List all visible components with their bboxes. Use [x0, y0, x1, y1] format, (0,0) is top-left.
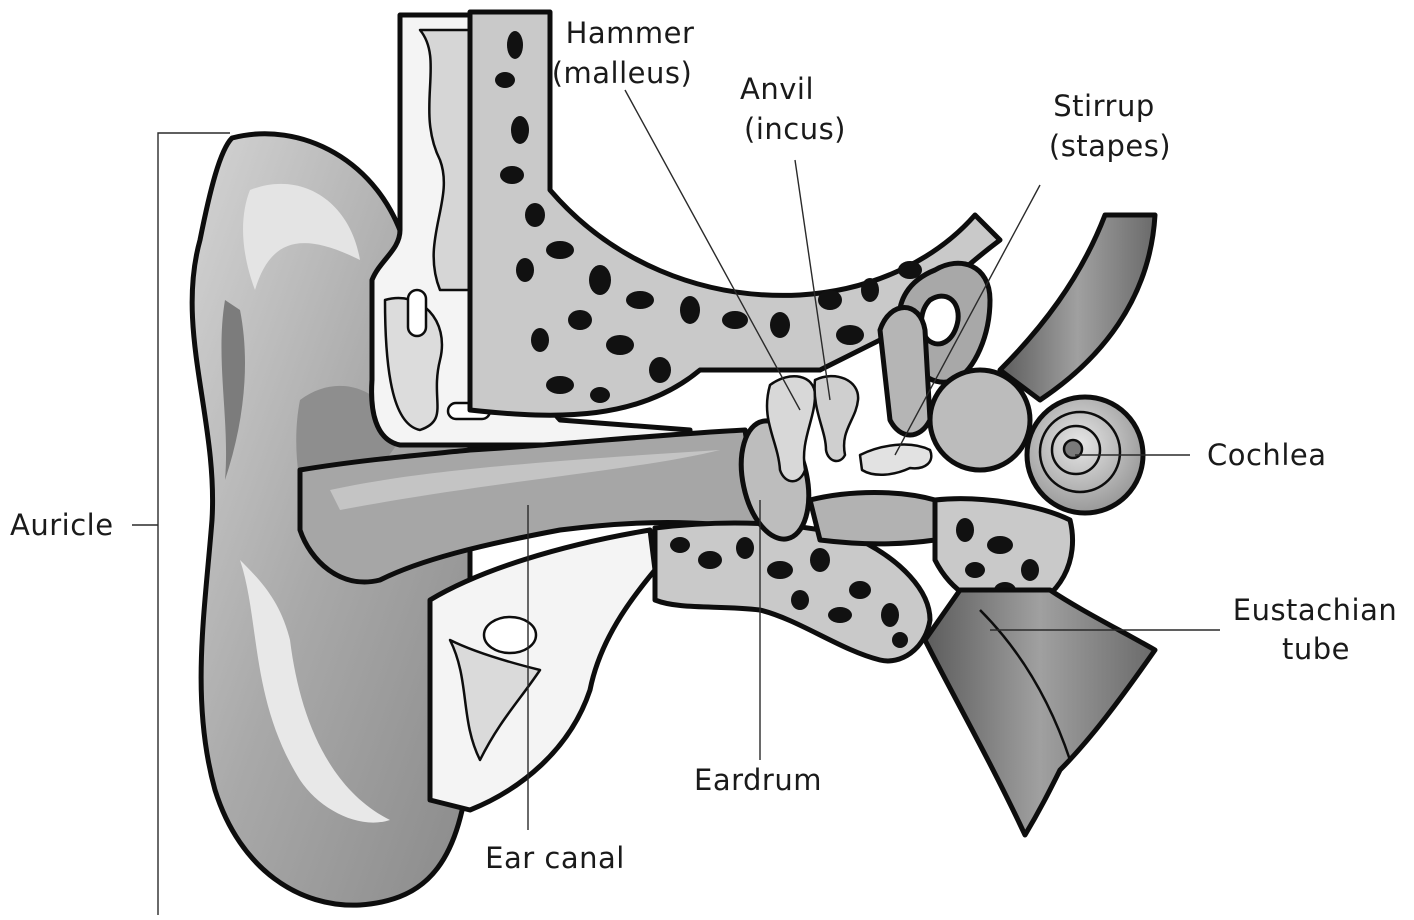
- label-eustachian: Eustachian: [1233, 593, 1398, 627]
- label-hammer-sub: (malleus): [552, 56, 693, 90]
- label-ear-canal: Ear canal: [485, 841, 625, 875]
- label-stirrup: Stirrup: [1053, 89, 1154, 123]
- label-anvil-sub: (incus): [744, 112, 846, 146]
- label-hammer: Hammer: [566, 16, 695, 50]
- incus-shape: [815, 376, 859, 461]
- label-auricle: Auricle: [10, 508, 114, 542]
- stapes-shape: [860, 445, 931, 475]
- vestibule-shape: [930, 370, 1030, 470]
- label-eardrum: Eardrum: [694, 763, 822, 797]
- label-stirrup-sub: (stapes): [1049, 129, 1171, 163]
- middle-ear-floor: [810, 493, 935, 544]
- upper-tube: [1000, 215, 1155, 400]
- eustachian-tube-shape: [925, 590, 1155, 835]
- label-anvil: Anvil: [740, 72, 814, 106]
- label-cochlea: Cochlea: [1207, 438, 1327, 472]
- label-eustachian-sub: tube: [1282, 632, 1350, 666]
